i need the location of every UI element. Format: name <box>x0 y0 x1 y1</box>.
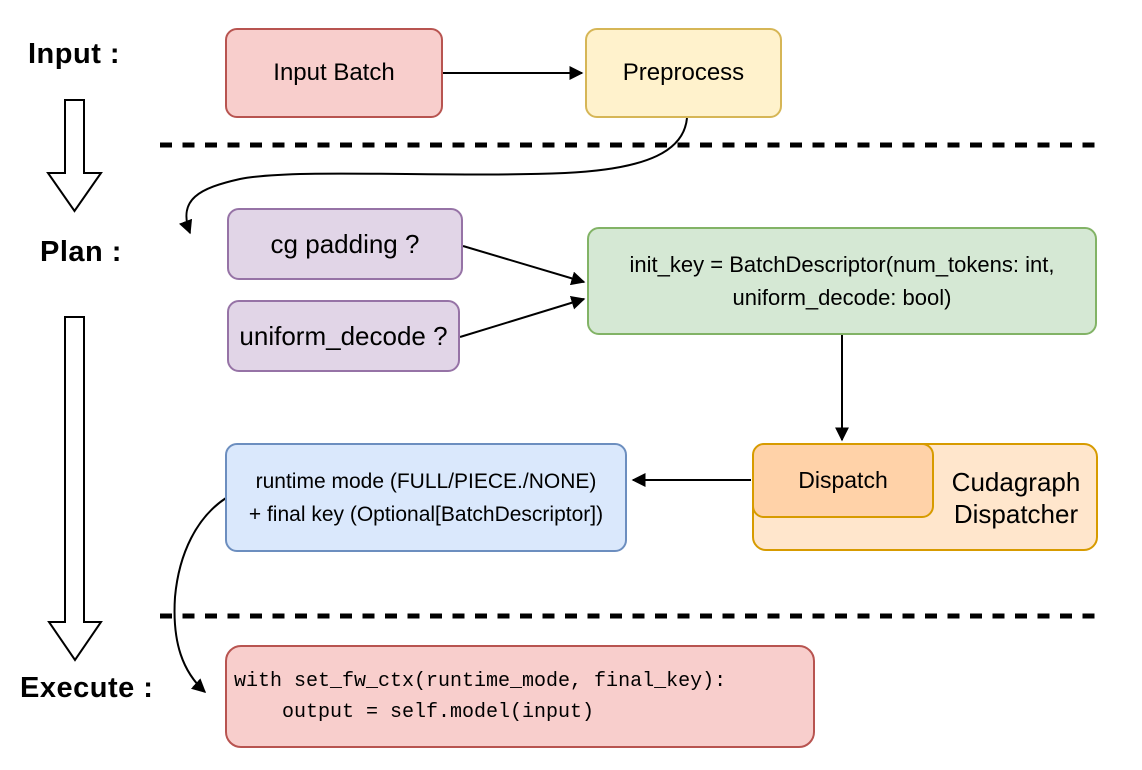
stage-label-input: Input : <box>28 38 121 70</box>
arrow-cg-padding-to-init-key <box>462 245 586 286</box>
node-dispatch: Dispatch <box>752 443 934 518</box>
plan-to-execute-block-arrow <box>47 316 103 662</box>
input-to-plan-block-arrow <box>46 99 103 213</box>
arrow-runtime-mode-to-execute-code <box>173 497 227 693</box>
node-init-key-batch-descriptor: init_key = BatchDescriptor(num_tokens: i… <box>587 227 1097 335</box>
stage-label-plan: Plan : <box>40 236 122 268</box>
node-cg-padding: cg padding ? <box>227 208 463 280</box>
node-runtime-mode-final-key: runtime mode (FULL/PIECE./NONE) + final … <box>225 443 627 552</box>
arrow-uniform-decode-to-init-key <box>459 295 586 338</box>
cudagraph-dispatcher-label: Cudagraph Dispatcher <box>951 467 1081 529</box>
stage-label-execute: Execute : <box>20 672 154 704</box>
node-execute-code: with set_fw_ctx(runtime_mode, final_key)… <box>225 645 815 748</box>
node-uniform-decode: uniform_decode ? <box>227 300 460 372</box>
node-input-batch: Input Batch <box>225 28 443 118</box>
node-preprocess: Preprocess <box>585 28 782 118</box>
